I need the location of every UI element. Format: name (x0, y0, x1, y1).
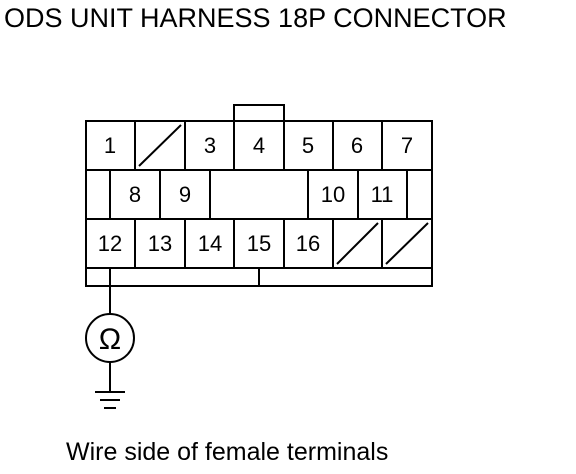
row2-dividers (109, 170, 408, 219)
row3-dividers (134, 219, 383, 268)
terminal-16: 16 (296, 231, 320, 256)
row1-dividers (134, 121, 383, 170)
terminal-6: 6 (351, 133, 363, 158)
terminal-1: 1 (104, 133, 116, 158)
ohm-symbol: Ω (99, 323, 121, 356)
terminal-14: 14 (198, 231, 222, 256)
terminal-4: 4 (253, 133, 265, 158)
ohmmeter-icon: Ω (85, 313, 135, 363)
terminal-11: 11 (371, 182, 394, 207)
terminal-9: 9 (179, 182, 191, 207)
unused-cavity-17 (336, 222, 379, 265)
terminal-13: 13 (148, 231, 172, 256)
terminal-8: 8 (129, 182, 141, 207)
unused-cavity-2 (138, 124, 182, 167)
terminal-12: 12 (98, 231, 122, 256)
connector-lock-tab (233, 104, 285, 122)
terminal-15: 15 (247, 231, 271, 256)
unused-cavity-18 (385, 222, 429, 265)
page-title: ODS UNIT HARNESS 18P CONNECTOR (4, 3, 507, 33)
terminal-7: 7 (401, 133, 413, 158)
ground-icon (95, 391, 125, 409)
caption: Wire side of female terminals (66, 438, 389, 466)
terminal-10: 10 (321, 182, 345, 207)
terminal-3: 3 (204, 133, 216, 158)
terminal-5: 5 (302, 133, 314, 158)
